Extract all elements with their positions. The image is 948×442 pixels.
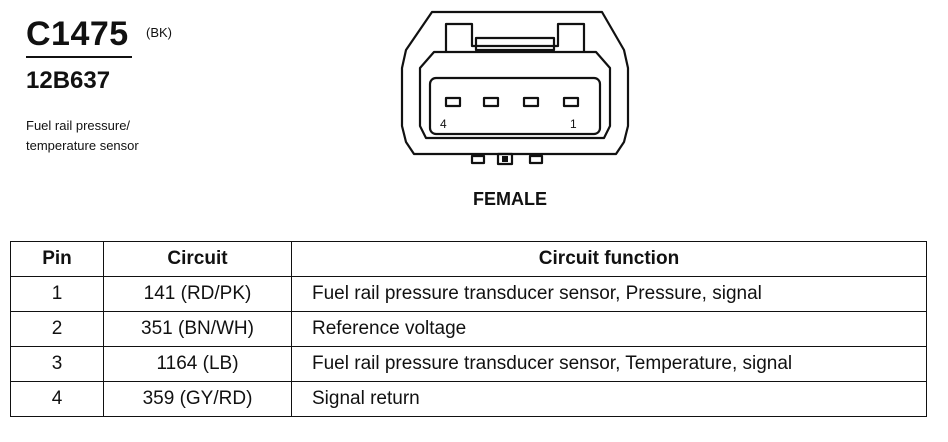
connector-face-diagram: 4 1 — [400, 10, 630, 166]
pin-label-left: 4 — [440, 117, 447, 131]
description-line-1: Fuel rail pressure/ — [26, 118, 131, 133]
bottom-key-right — [528, 154, 544, 165]
pin-cell: 3 — [10, 346, 104, 382]
function-cell: Reference voltage — [291, 311, 927, 347]
circuit-cell: 351 (BN/WH) — [103, 311, 292, 347]
table-row: 1 141 (RD/PK) Fuel rail pressure transdu… — [10, 276, 927, 312]
pin-cavity-area — [428, 76, 602, 136]
pin-cell: 1 — [10, 276, 104, 312]
bottom-key-center — [496, 152, 514, 166]
pin-cell: 2 — [10, 311, 104, 347]
table-header-row: Pin Circuit Circuit function — [10, 241, 927, 277]
pin-cavity-3 — [482, 96, 500, 108]
pinout-table: Pin Circuit Circuit function 1 141 (RD/P… — [10, 241, 927, 417]
pin-cavity-4 — [444, 96, 462, 108]
connector-description: Fuel rail pressure/ temperature sensor — [26, 116, 139, 156]
circuit-cell: 141 (RD/PK) — [103, 276, 292, 312]
header-circuit: Circuit — [103, 241, 292, 277]
table-row: 2 351 (BN/WH) Reference voltage — [10, 311, 927, 347]
header-circuit-function: Circuit function — [291, 241, 927, 277]
pin-label-right: 1 — [570, 117, 577, 131]
bottom-key-center-fill — [502, 156, 508, 162]
bottom-key-left — [470, 154, 486, 165]
table-row: 4 359 (GY/RD) Signal return — [10, 381, 927, 417]
table-row: 3 1164 (LB) Fuel rail pressure transduce… — [10, 346, 927, 382]
locking-tab-slot — [474, 36, 556, 52]
locking-tab — [444, 22, 586, 52]
function-cell: Fuel rail pressure transducer sensor, Te… — [291, 346, 927, 382]
connector-inner-shell — [418, 50, 612, 140]
function-cell: Fuel rail pressure transducer sensor, Pr… — [291, 276, 927, 312]
circuit-cell: 1164 (LB) — [103, 346, 292, 382]
circuit-cell: 359 (GY/RD) — [103, 381, 292, 417]
function-cell: Signal return — [291, 381, 927, 417]
connector-gender: FEMALE — [473, 189, 547, 209]
part-number: 12B637 — [26, 67, 111, 94]
description-line-2: temperature sensor — [26, 138, 139, 153]
pin-cavity-2 — [522, 96, 540, 108]
header-divider — [26, 56, 132, 58]
header-pin: Pin — [10, 241, 104, 277]
pin-cell: 4 — [10, 381, 104, 417]
pin-cavity-1 — [562, 96, 580, 108]
connector-code: C1475 — [26, 15, 129, 53]
connector-outer-shell — [400, 10, 630, 156]
connector-color: (BK) — [146, 25, 172, 40]
